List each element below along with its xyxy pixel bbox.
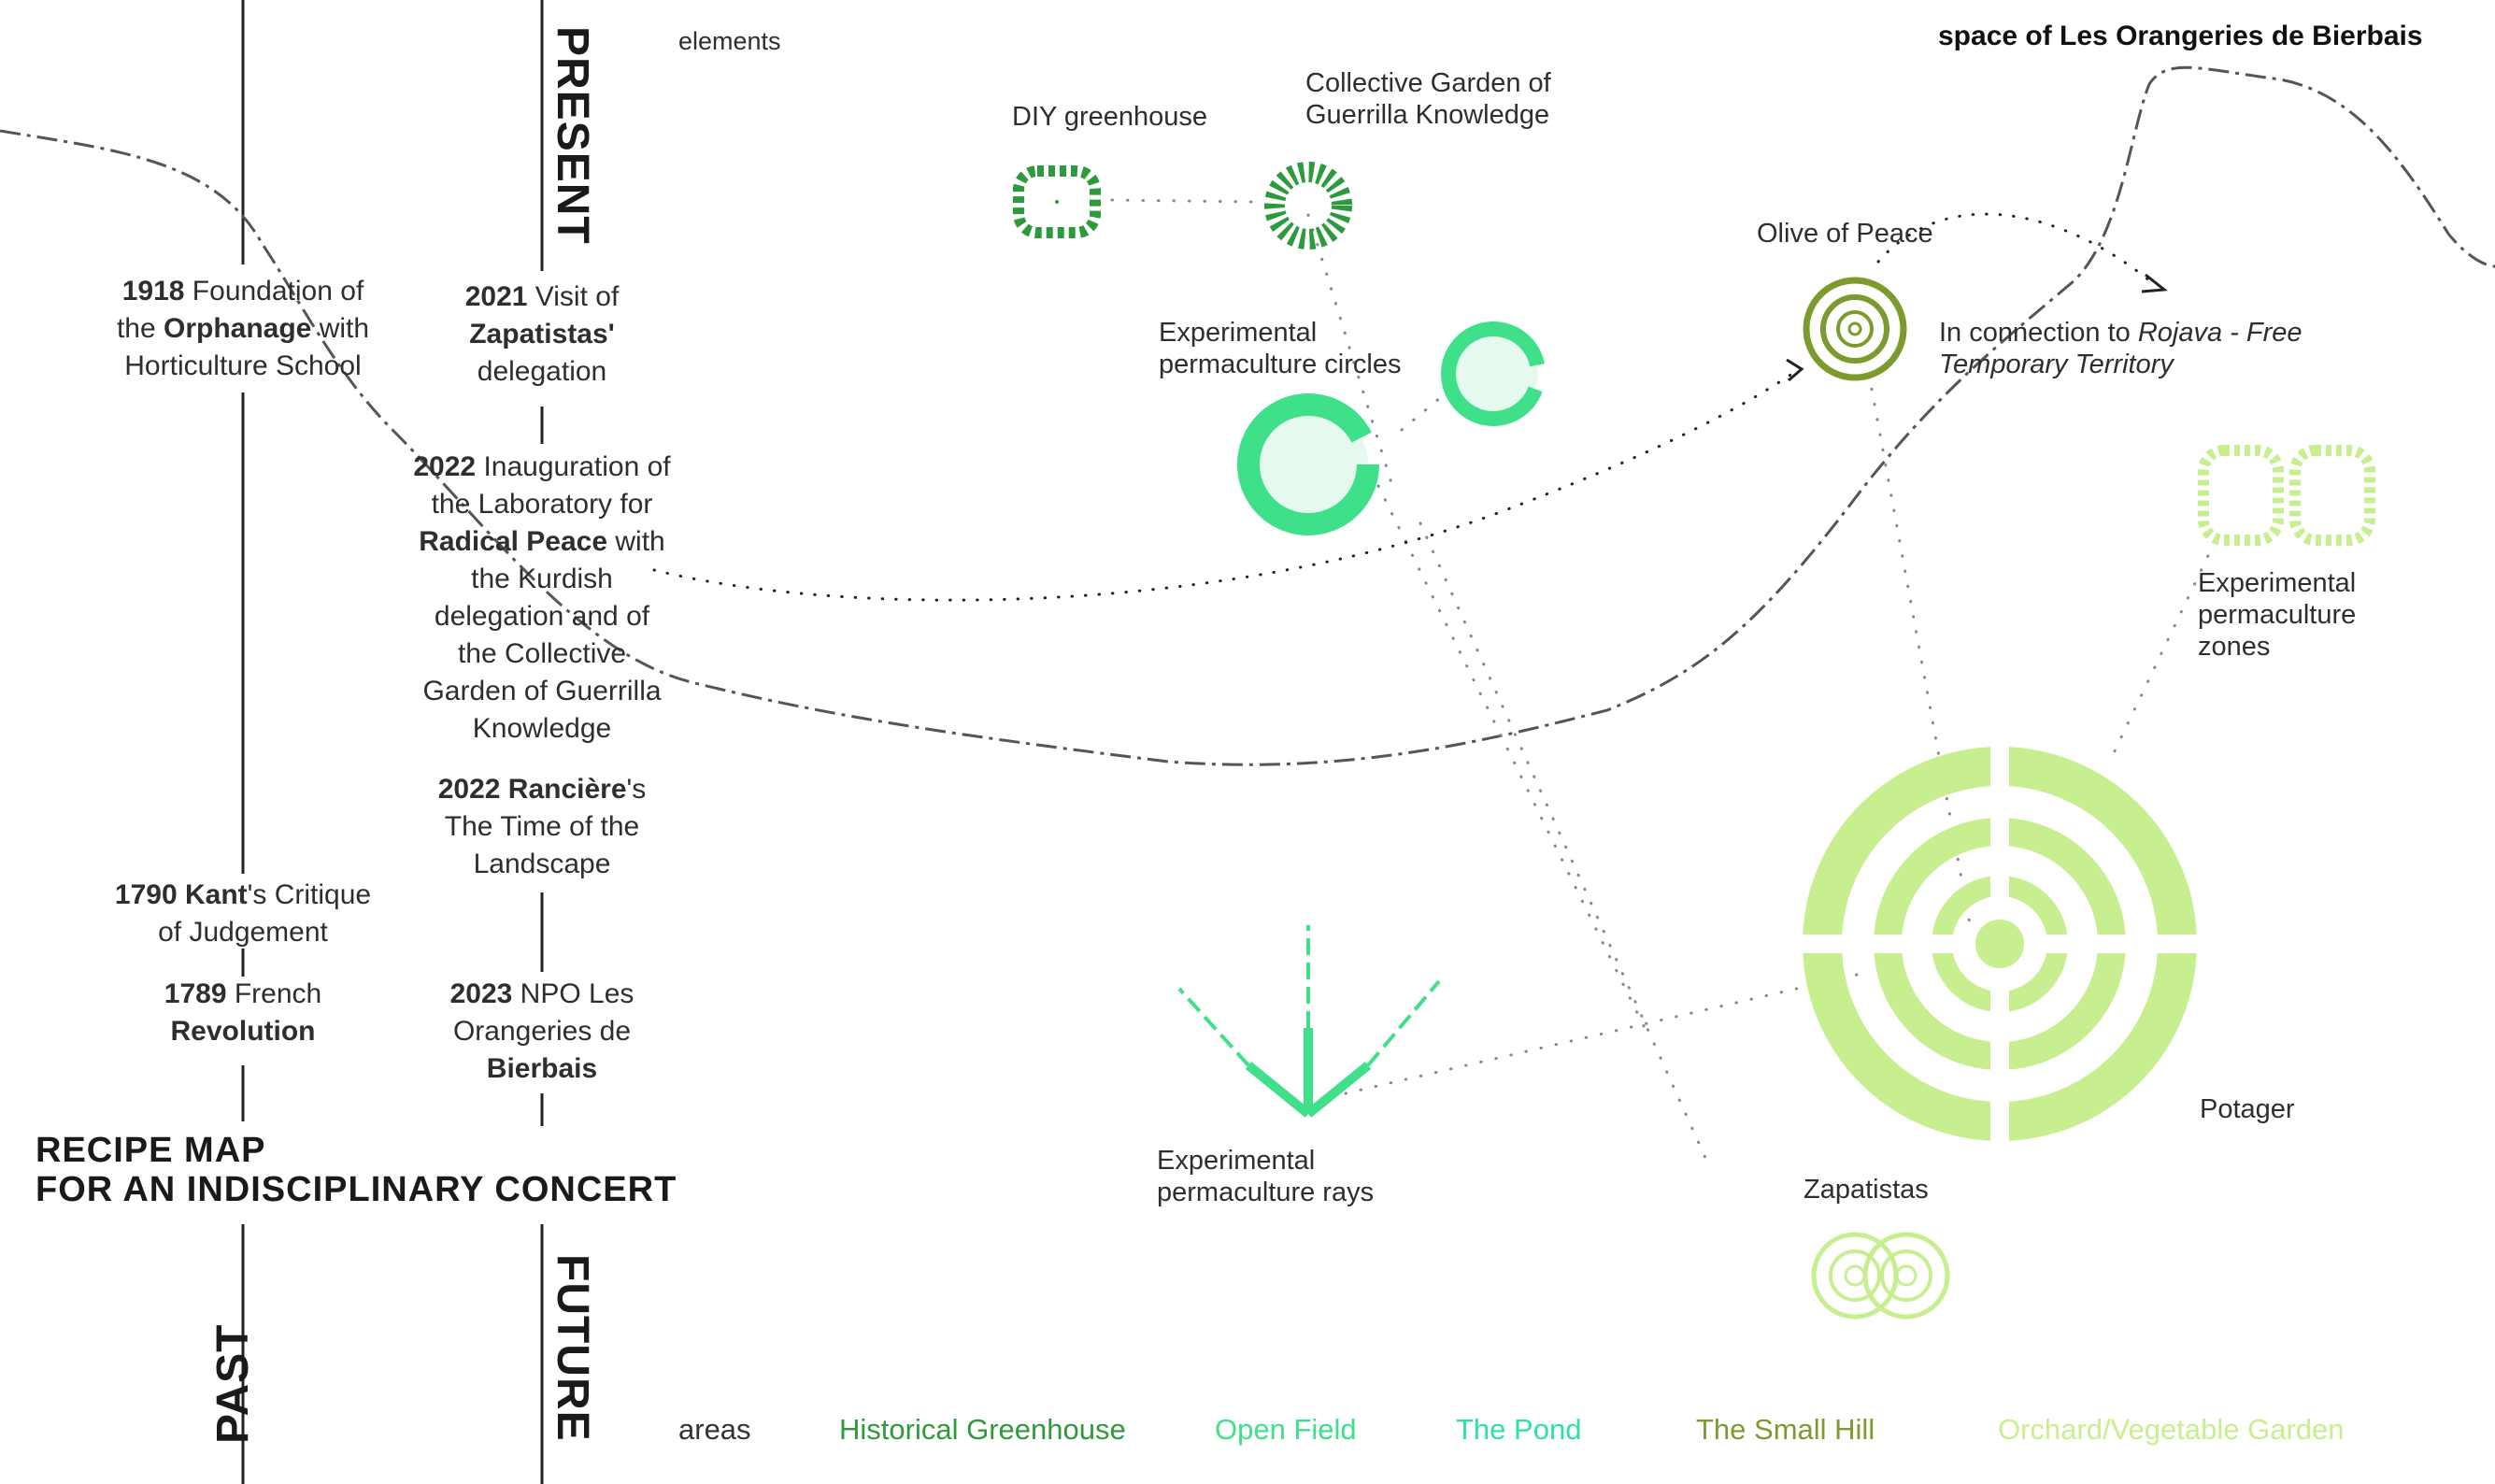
rojava-italic: Temporary Territory [1939,350,2174,379]
event-text: Landscape [473,849,611,879]
event-1918: 1918 Foundation of the Orphanage with Ho… [93,273,392,385]
label-line: Guerrilla Knowledge [1305,100,1550,130]
perm-zone-b [2289,445,2375,546]
event-1790: 1790 Kant's Critique of Judgement [93,877,392,951]
event-keyword: Kant [184,879,248,910]
olive-of-peace-symbol [1803,277,1907,381]
past-axis-label: PAST [208,1323,258,1444]
diy-greenhouse-label: DIY greenhouse [1012,102,1208,132]
peace-arrow-head [1786,358,1804,382]
map-title-line1: RECIPE MAP [36,1131,266,1170]
event-text: with [607,526,665,557]
event-text: the Collective [457,638,627,669]
event-text: Garden of Guerrilla [422,676,662,706]
area-the-pond: The Pond [1456,1413,1582,1446]
event-text: The Time of the [444,811,640,842]
diy-greenhouse-symbol [1013,165,1101,238]
event-2021: 2021 Visit of Zapatistas' delegation [392,278,691,391]
event-keyword: Orphanage [163,313,312,344]
perm-circle-small [1441,321,1546,426]
event-year: 1789 [164,978,227,1009]
event-keyword: Rancière [507,774,627,805]
event-year: 2023 [449,978,513,1009]
perm-rays-symbol [1177,925,1441,1118]
event-text: delegation and of [434,601,650,632]
collective-garden-label: Collective Garden of Guerrilla Knowledge [1305,67,1551,131]
perm-rays-label: Experimental permaculture rays [1157,1145,1374,1208]
event-text: French [226,978,322,1009]
event-2023: 2023 NPO Les Orangeries de Bierbais [392,976,691,1088]
olive-label: Olive of Peace [1757,219,1933,249]
perm-circle-large [1237,393,1379,535]
event-text: the Kurdish [471,564,613,594]
future-axis-label: FUTURE [548,1254,597,1442]
event-text: 's Critique [247,879,372,910]
map-title: RECIPE MAP FOR AN INDISCIPLINARY CONCERT [36,1131,677,1209]
peace-arrow-path [652,367,1801,602]
event-1789: 1789 French Revolution [93,976,392,1050]
label-line: permaculture [2198,600,2357,630]
potager-label: Potager [2200,1094,2295,1124]
rojava-label: In connection to Rojava - Free Temporary… [1939,317,2303,380]
map-title-line2: FOR AN INDISCIPLINARY CONCERT [36,1170,677,1209]
event-text: Inauguration of [476,451,671,482]
perm-zone-a [2198,445,2284,546]
rojava-prefix: In connection to [1939,318,2138,348]
event-text: 's [626,774,647,805]
area-small-hill: The Small Hill [1696,1413,1875,1446]
event-text: NPO Les [512,978,634,1009]
event-year: 1918 [121,276,185,307]
event-text: Foundation of [184,276,364,307]
area-open-field: Open Field [1215,1413,1357,1446]
rojava-arrow-head [2141,273,2168,293]
event-text: the [116,313,164,344]
event-2022-lab: 2022 Inauguration of the Laboratory for … [374,449,710,748]
event-year: 2022 [413,451,477,482]
event-keyword: Bierbais [486,1053,598,1084]
zapatistas-label: Zapatistas [1804,1175,1929,1205]
rojava-italic: Rojava - Free [2137,318,2303,348]
event-year: 2022 [437,774,501,805]
collective-garden-symbol [1264,162,1352,250]
perm-circles-label: Experimental permaculture circles [1159,317,1401,380]
event-text: Knowledge [472,713,612,744]
event-text: delegation [477,356,607,387]
label-line: Experimental [2198,568,2357,598]
label-line: Experimental [1157,1146,1316,1176]
event-keyword: Zapatistas' [469,319,615,350]
area-orchard: Orchard/Vegetable Garden [1998,1413,2345,1446]
event-text: Orangeries de [452,1016,632,1047]
areas-label: areas [678,1413,751,1446]
label-line: permaculture rays [1157,1177,1375,1207]
zapatistas-symbol [1811,1232,1950,1320]
event-year: 1790 [114,879,178,910]
area-historical-greenhouse: Historical Greenhouse [839,1413,1126,1446]
event-text: the Laboratory for [431,489,653,520]
label-line: permaculture circles [1159,350,1402,379]
event-text: with [311,313,370,344]
label-line: Experimental [1159,318,1318,348]
potager-symbol [1785,729,2215,1159]
present-axis-label: PRESENT [548,26,597,245]
event-year: 2021 [464,281,528,312]
event-2022-ranciere: 2022 Rancière's The Time of the Landscap… [392,771,691,883]
label-line: zones [2198,632,2271,662]
timeline-axes [241,0,544,1484]
event-text: Visit of [527,281,620,312]
elements-label: elements [678,27,781,55]
space-title: space of Les Orangeries de Bierbais [1938,21,2423,51]
perm-zones-label: Experimental permaculture zones [2198,567,2356,663]
event-text: of Judgement [158,917,328,948]
site-boundary-line [0,65,2495,766]
event-text: Horticulture School [124,350,362,381]
event-keyword: Radical Peace [419,526,608,557]
event-keyword: Revolution [170,1016,316,1047]
label-line: Collective Garden of [1305,68,1551,98]
